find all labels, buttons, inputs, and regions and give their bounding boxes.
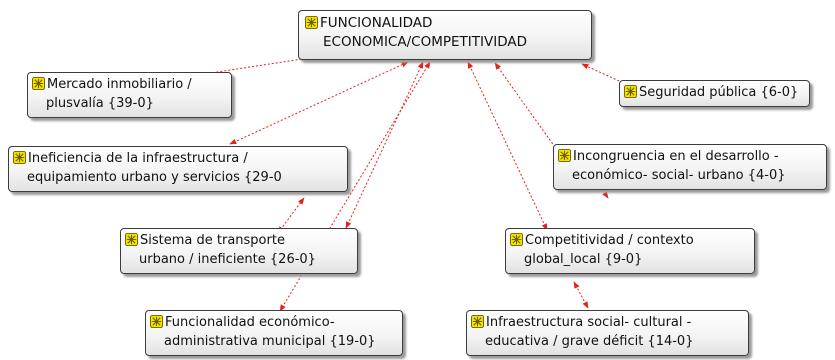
node-infraestructura[interactable]: Infraestructura social- cultural - educa… xyxy=(466,310,749,356)
node-seguridad-line1: Seguridad pública {6-0} xyxy=(639,85,799,100)
concept-icon xyxy=(125,233,138,246)
node-mercado-line1: Mercado inmobiliario / xyxy=(47,77,192,92)
concept-icon xyxy=(305,16,318,29)
node-infraestructura-line2: educativa / grave déficit {14-0} xyxy=(485,334,694,349)
link-mercado xyxy=(164,54,323,82)
node-seguridad[interactable]: Seguridad pública {6-0} xyxy=(619,80,810,107)
node-funcionalidad-line1: Funcionalidad económico- xyxy=(165,315,335,330)
link-competitividad xyxy=(467,61,548,231)
node-mercado-line2: plusvalía {39-0} xyxy=(46,96,154,111)
node-transporte-line2: urbano / ineficiente {26-0} xyxy=(139,252,316,267)
node-root-line1: FUNCIONALIDAD xyxy=(320,15,433,31)
node-incongruencia[interactable]: Incongruencia en el desarrollo - económi… xyxy=(553,144,827,190)
node-root-line2: ECONOMICA/COMPETITIVIDAD xyxy=(323,34,527,50)
node-competitividad-line2: global_local {9-0} xyxy=(524,252,643,267)
node-transporte-line1: Sistema de transporte xyxy=(140,233,285,248)
concept-icon xyxy=(624,85,637,98)
concept-icon xyxy=(558,149,571,162)
node-root[interactable]: FUNCIONALIDAD ECONOMICA/COMPETITIVIDAD xyxy=(298,10,592,60)
link-transporte-root xyxy=(345,61,424,229)
node-mercado[interactable]: Mercado inmobiliario / plusvalía {39-0} xyxy=(27,72,232,118)
node-incongruencia-line2: económico- social- urbano {4-0} xyxy=(572,168,786,183)
node-infraestructura-line1: Infraestructura social- cultural - xyxy=(486,315,692,330)
node-ineficiencia-line2: equipamiento urbano y servicios {29-0 xyxy=(27,170,282,185)
node-incongruencia-line1: Incongruencia en el desarrollo - xyxy=(573,149,779,164)
node-funcionalidad[interactable]: Funcionalidad económico- administrativa … xyxy=(145,310,403,356)
link-incongruencia xyxy=(494,62,563,158)
link-ineficiencia xyxy=(229,61,409,145)
node-ineficiencia-line1: Ineficiencia de la infraestructura / xyxy=(28,151,248,166)
concept-icon xyxy=(32,77,45,90)
node-competitividad[interactable]: Competitividad / contexto global_local {… xyxy=(505,228,755,274)
link-infraestructura xyxy=(573,281,589,309)
concept-icon xyxy=(471,315,484,328)
node-transporte[interactable]: Sistema de transporte urbano / ineficien… xyxy=(120,228,358,274)
node-funcionalidad-line2: administrativa municipal {19-0} xyxy=(164,334,376,349)
node-competitividad-line1: Competitividad / contexto xyxy=(525,233,694,248)
concept-icon xyxy=(150,315,163,328)
node-ineficiencia[interactable]: Ineficiencia de la infraestructura / equ… xyxy=(8,146,348,192)
concept-icon xyxy=(510,233,523,246)
concept-icon xyxy=(13,151,26,164)
